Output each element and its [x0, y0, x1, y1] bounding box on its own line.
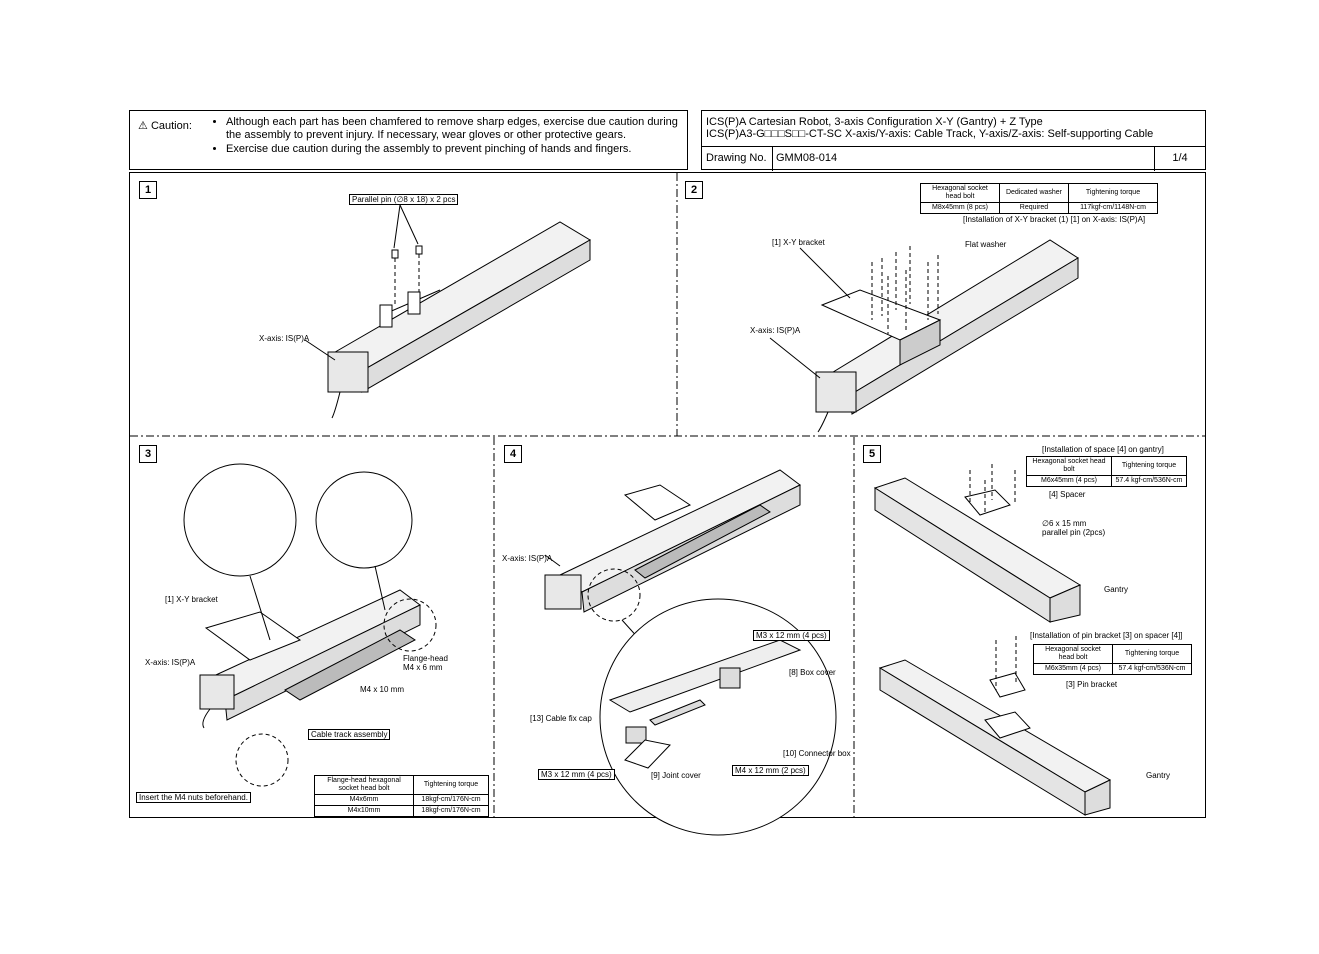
connector-box-label: [10] Connector box: [783, 749, 851, 758]
pin-label: ∅6 x 15 mm parallel pin (2pcs): [1042, 519, 1106, 537]
parallel-pin-label: Parallel pin (∅8 x 18) x 2 pcs: [349, 194, 459, 205]
title-block: ICS(P)A Cartesian Robot, 3-axis Configur…: [701, 110, 1206, 171]
pin-bracket-label: [3] Pin bracket: [1066, 680, 1118, 689]
cable-cap-label: [13] Cable fix cap: [530, 714, 592, 723]
caution-list: Although each part has been chamfered to…: [212, 115, 687, 157]
x-axis-label: X-axis: IS(P)A: [502, 554, 553, 563]
step5-illustration: [873, 464, 1112, 816]
caution-label: ⚠ Caution:: [138, 120, 192, 132]
drawing-row: Drawing No. GMM08-014 1/4: [702, 146, 1205, 171]
bracket-label: [1] X-Y bracket: [772, 238, 825, 247]
flange-label: Flange-head M4 x 6 mm: [403, 654, 448, 672]
x-axis-label: X-axis: IS(P)A: [259, 334, 310, 343]
step-number: 2: [685, 181, 703, 199]
nut-note: Insert the M4 nuts beforehand.: [136, 792, 251, 803]
bracket-label: [1] X-Y bracket: [165, 595, 218, 604]
spacer-label: [4] Spacer: [1049, 490, 1086, 499]
caution-box: ⚠ Caution: Although each part has been c…: [129, 110, 688, 170]
bolt-label: M4 x 10 mm: [360, 685, 405, 694]
title-text: ICS(P)A Cartesian Robot, 3-axis Configur…: [706, 116, 1154, 140]
cable-track-label: Cable track assembly: [308, 729, 391, 740]
install-note: [Installation of pin bracket [3] on spac…: [1030, 631, 1183, 640]
step4-illustration: [544, 469, 837, 836]
step3-illustration: [183, 463, 437, 787]
caution-item: Although each part has been chamfered to…: [226, 116, 687, 142]
screw-label: M4 x 12 mm (2 pcs): [732, 765, 809, 776]
joint-cover-label: [9] Joint cover: [651, 771, 701, 780]
drawing-number: GMM08-014: [772, 147, 837, 171]
warning-icon: ⚠: [138, 120, 148, 132]
screw-label: M3 x 12 mm (4 pcs): [538, 769, 615, 780]
step-number: 5: [863, 445, 881, 463]
page-number: 1/4: [1154, 147, 1205, 171]
x-axis-actuator-2: [769, 239, 1079, 433]
install-note: [Installation of space [4] on gantry]: [1042, 445, 1164, 454]
x-axis-label: X-axis: IS(P)A: [750, 326, 801, 335]
step-number: 4: [504, 445, 522, 463]
x-axis-actuator-1: [304, 204, 591, 419]
install-note: [Installation of X-Y bracket (1) [1] on …: [963, 215, 1146, 224]
step-number: 3: [139, 445, 157, 463]
gantry-label: Gantry: [1104, 585, 1129, 594]
drawing-label: Drawing No.: [706, 152, 767, 164]
x-axis-label: X-axis: IS(P)A: [145, 658, 196, 667]
step-number: 1: [139, 181, 157, 199]
screw-label: M3 x 12 mm (4 pcs): [753, 630, 830, 641]
box-cover-label: [8] Box cover: [789, 668, 836, 677]
gantry-label: Gantry: [1146, 771, 1171, 780]
washer-label: Flat washer: [965, 240, 1007, 249]
caution-item: Exercise due caution during the assembly…: [226, 143, 687, 156]
